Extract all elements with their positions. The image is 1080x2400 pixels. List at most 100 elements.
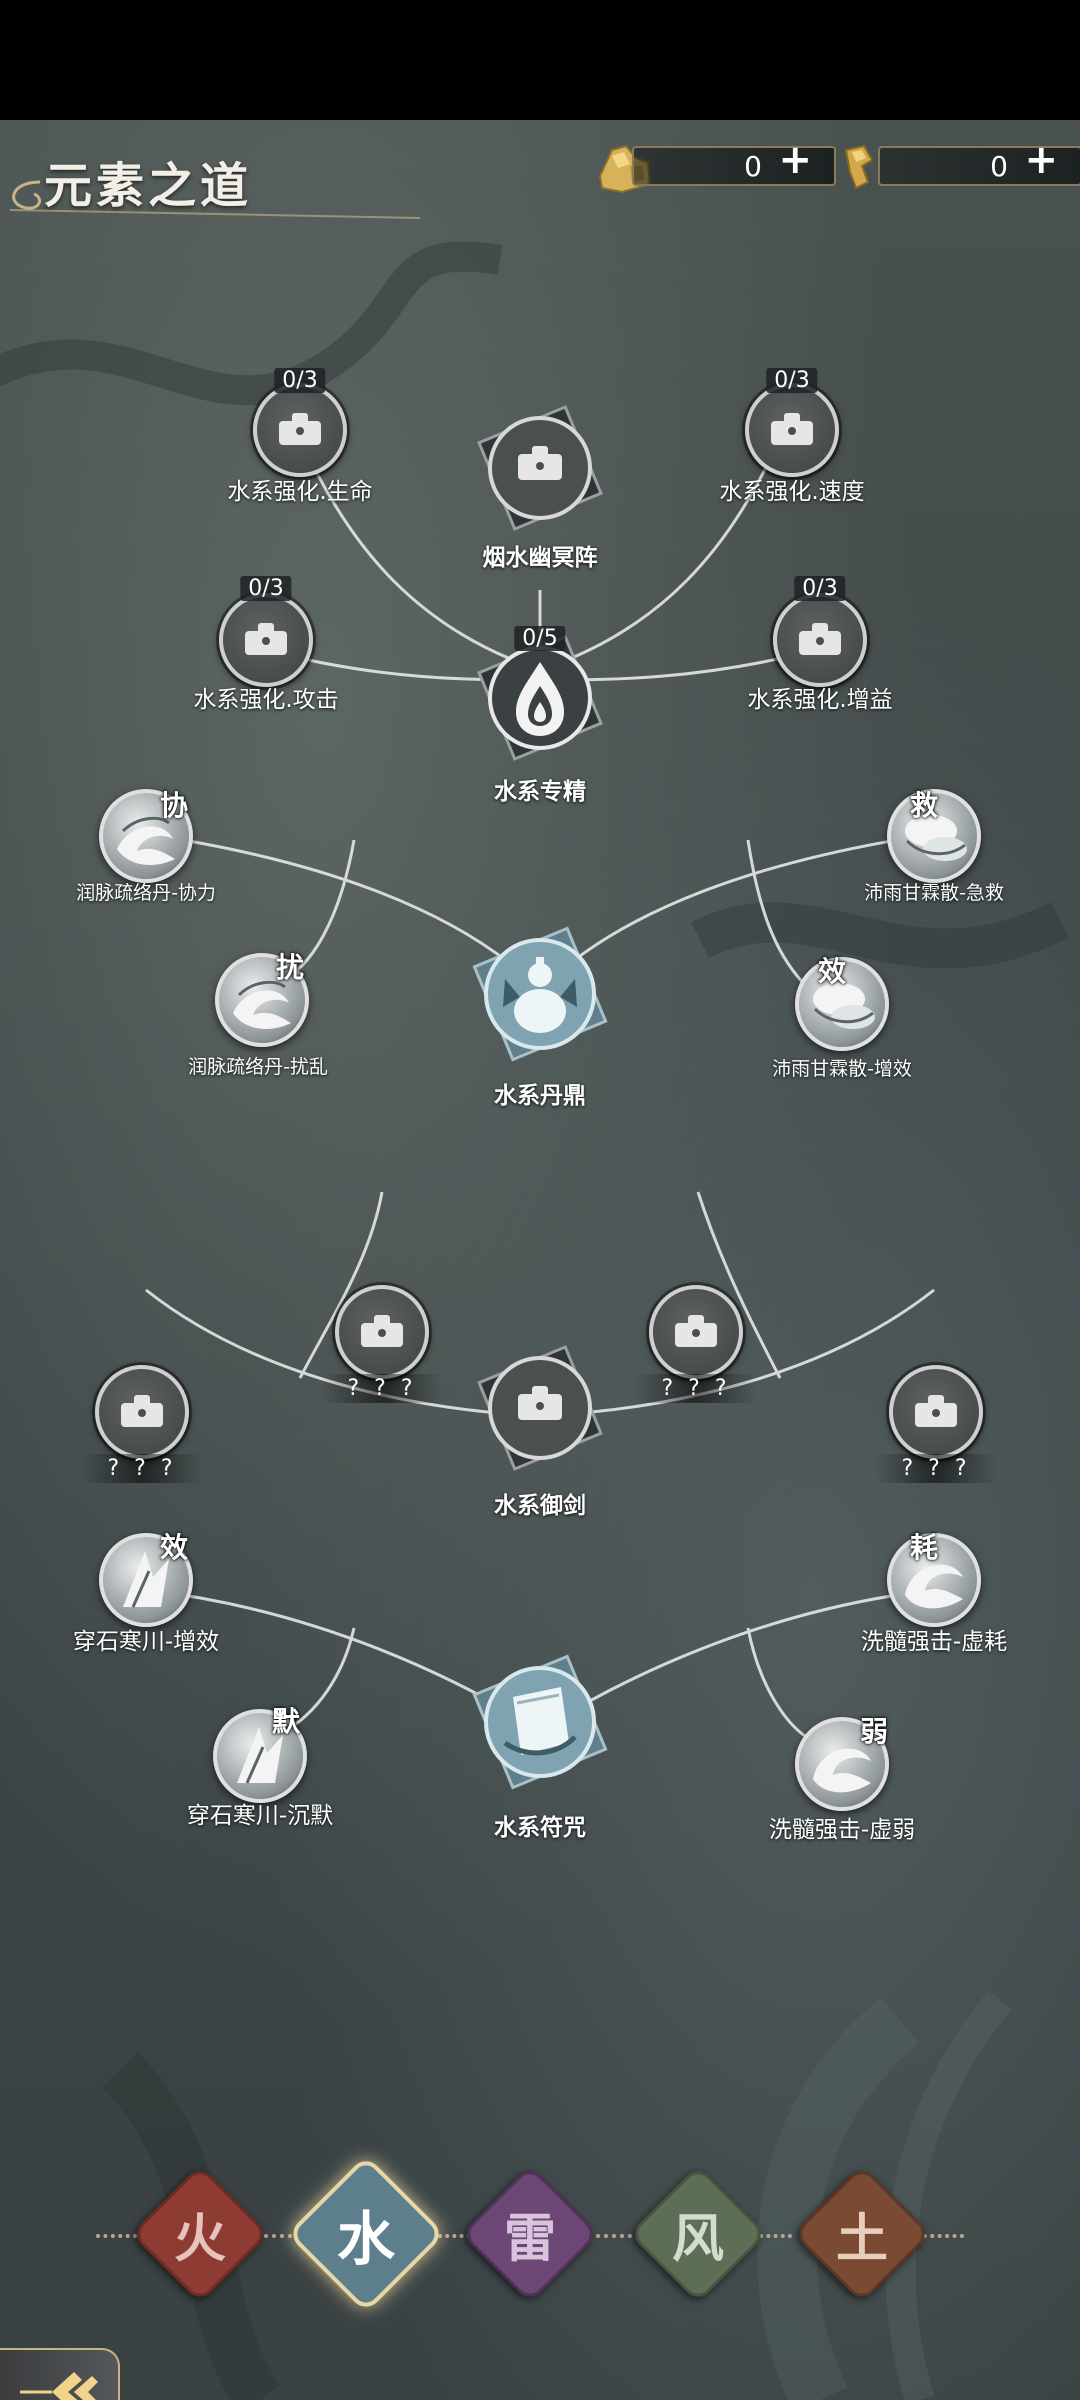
tab-earth[interactable]: 土 <box>835 2208 889 2270</box>
node-unknown-3[interactable] <box>649 1285 743 1379</box>
node-water-talisman[interactable] <box>465 1647 615 1801</box>
label-runmai-xieli: 润脉疏络丹-协力 <box>76 882 216 904</box>
node-unknown-1[interactable] <box>95 1365 189 1459</box>
label-xisui-xuruo: 洗髓强击-虚弱 <box>768 1817 916 1843</box>
node-water-life[interactable] <box>253 383 347 477</box>
title-area: 元素之道 <box>0 132 430 222</box>
count-water-speed: 0/3 <box>766 368 818 393</box>
add-gold-button[interactable]: + <box>778 137 812 183</box>
node-xisui-xuruo[interactable] <box>795 1717 889 1811</box>
label-unknown-4: ? ? ? <box>875 1454 997 1483</box>
label-unknown-3: ? ? ? <box>635 1374 757 1403</box>
badge-xiao-2: 效 <box>160 1531 189 1564</box>
badge-hao: 耗 <box>910 1531 939 1564</box>
badge-jiu: 救 <box>910 789 939 822</box>
label-water-mastery: 水系专精 <box>494 779 586 805</box>
node-water-cauldron[interactable] <box>465 919 615 1073</box>
label-runmai-raoluan: 润脉疏络丹-扰乱 <box>188 1056 328 1078</box>
gold-bar <box>632 146 836 186</box>
mist-icon <box>905 815 967 861</box>
gourd-icon <box>472 926 608 1062</box>
node-yanshui-formation[interactable] <box>470 398 610 542</box>
shard-value: 0 <box>990 150 1008 183</box>
lock-frame-icon <box>477 1345 603 1471</box>
label-water-talisman: 水系符咒 <box>494 1815 586 1841</box>
tab-wind[interactable]: 风 <box>671 2208 725 2270</box>
label-water-attack: 水系强化.攻击 <box>193 687 339 713</box>
lock-icon <box>799 623 841 655</box>
tab-fire[interactable]: 火 <box>173 2208 227 2270</box>
lock-icon <box>771 413 813 445</box>
node-water-speed[interactable] <box>745 383 839 477</box>
gold-shard-icon <box>844 144 874 190</box>
count-water-buff: 0/3 <box>794 576 846 601</box>
label-unknown-2: ? ? ? <box>321 1374 443 1403</box>
currency-gold: 0 + <box>592 136 836 194</box>
lock-icon <box>121 1395 163 1427</box>
badge-xie: 协 <box>160 789 189 822</box>
title-swirl <box>9 180 421 219</box>
wave-icon <box>813 1748 871 1793</box>
node-water-mastery[interactable] <box>470 628 610 772</box>
badge-mo: 默 <box>272 1705 301 1738</box>
back-arrow-icon <box>20 2372 98 2400</box>
node-peiyu-zengxiao[interactable] <box>795 957 889 1051</box>
tab-dots <box>256 2234 316 2242</box>
gold-value: 0 <box>744 150 762 183</box>
lock-icon <box>279 413 321 445</box>
label-water-life: 水系强化.生命 <box>227 479 373 505</box>
page-title: 元素之道 <box>44 158 253 214</box>
lock-icon <box>361 1315 403 1347</box>
swirl-icon <box>233 980 291 1029</box>
node-chuanshi-chenmo[interactable] <box>213 1709 307 1803</box>
label-water-speed: 水系强化.速度 <box>719 479 865 505</box>
tab-dots <box>96 2234 152 2242</box>
tab-dots <box>596 2234 640 2242</box>
node-runmai-xieli[interactable] <box>99 789 193 883</box>
badge-xiao: 效 <box>818 955 847 988</box>
tab-dots <box>908 2234 964 2242</box>
node-water-sword[interactable] <box>470 1338 610 1482</box>
lock-icon <box>675 1315 717 1347</box>
node-xisui-xuhao[interactable] <box>887 1533 981 1627</box>
lock-icon <box>915 1395 957 1427</box>
tab-water[interactable]: 水 <box>336 2205 396 2273</box>
swirl-icon <box>117 816 175 865</box>
node-water-buff[interactable] <box>773 593 867 687</box>
badge-rao: 扰 <box>276 951 305 984</box>
label-water-sword: 水系御剑 <box>494 1493 586 1519</box>
label-peiyu-jijiu: 沛雨甘霖散-急救 <box>864 882 1004 904</box>
node-runmai-raoluan[interactable] <box>215 953 309 1047</box>
node-unknown-4[interactable] <box>889 1365 983 1459</box>
label-xisui-xuhao: 洗髓强击-虚耗 <box>860 1629 1008 1655</box>
node-peiyu-jijiu[interactable] <box>887 789 981 883</box>
game-screen: 元素之道 0 + 0 + <box>0 120 1080 2400</box>
tab-thunder[interactable]: 雷 <box>503 2208 557 2270</box>
water-drop-icon <box>477 635 603 761</box>
count-water-mastery: 0/5 <box>514 626 566 651</box>
label-chuanshi-chenmo: 穿石寒川-沉默 <box>186 1803 334 1829</box>
label-unknown-1: ? ? ? <box>81 1454 203 1483</box>
shard-bar <box>878 146 1080 186</box>
ice-spike-icon <box>237 1727 283 1784</box>
wave-icon <box>905 1564 963 1609</box>
currency-shard: 0 + <box>838 136 1080 190</box>
mist-icon <box>813 983 875 1029</box>
back-button[interactable] <box>0 2348 120 2400</box>
node-unknown-2[interactable] <box>335 1285 429 1379</box>
tab-dots <box>438 2234 478 2242</box>
label-peiyu-zengxiao: 沛雨甘霖散-增效 <box>772 1058 912 1080</box>
talisman-icon <box>472 1654 608 1790</box>
label-water-cauldron: 水系丹鼎 <box>494 1083 586 1109</box>
ice-spike-icon <box>123 1551 169 1608</box>
count-water-life: 0/3 <box>274 368 326 393</box>
badge-ruo: 弱 <box>860 1715 889 1748</box>
add-shard-button[interactable]: + <box>1024 137 1058 183</box>
tab-dots <box>752 2234 792 2242</box>
node-chuanshi-zengxiao[interactable] <box>99 1533 193 1627</box>
lock-icon <box>245 623 287 655</box>
lock-frame-icon <box>477 405 603 531</box>
label-water-buff: 水系强化.增益 <box>747 687 893 713</box>
count-water-attack: 0/3 <box>240 576 292 601</box>
node-water-attack[interactable] <box>219 593 313 687</box>
